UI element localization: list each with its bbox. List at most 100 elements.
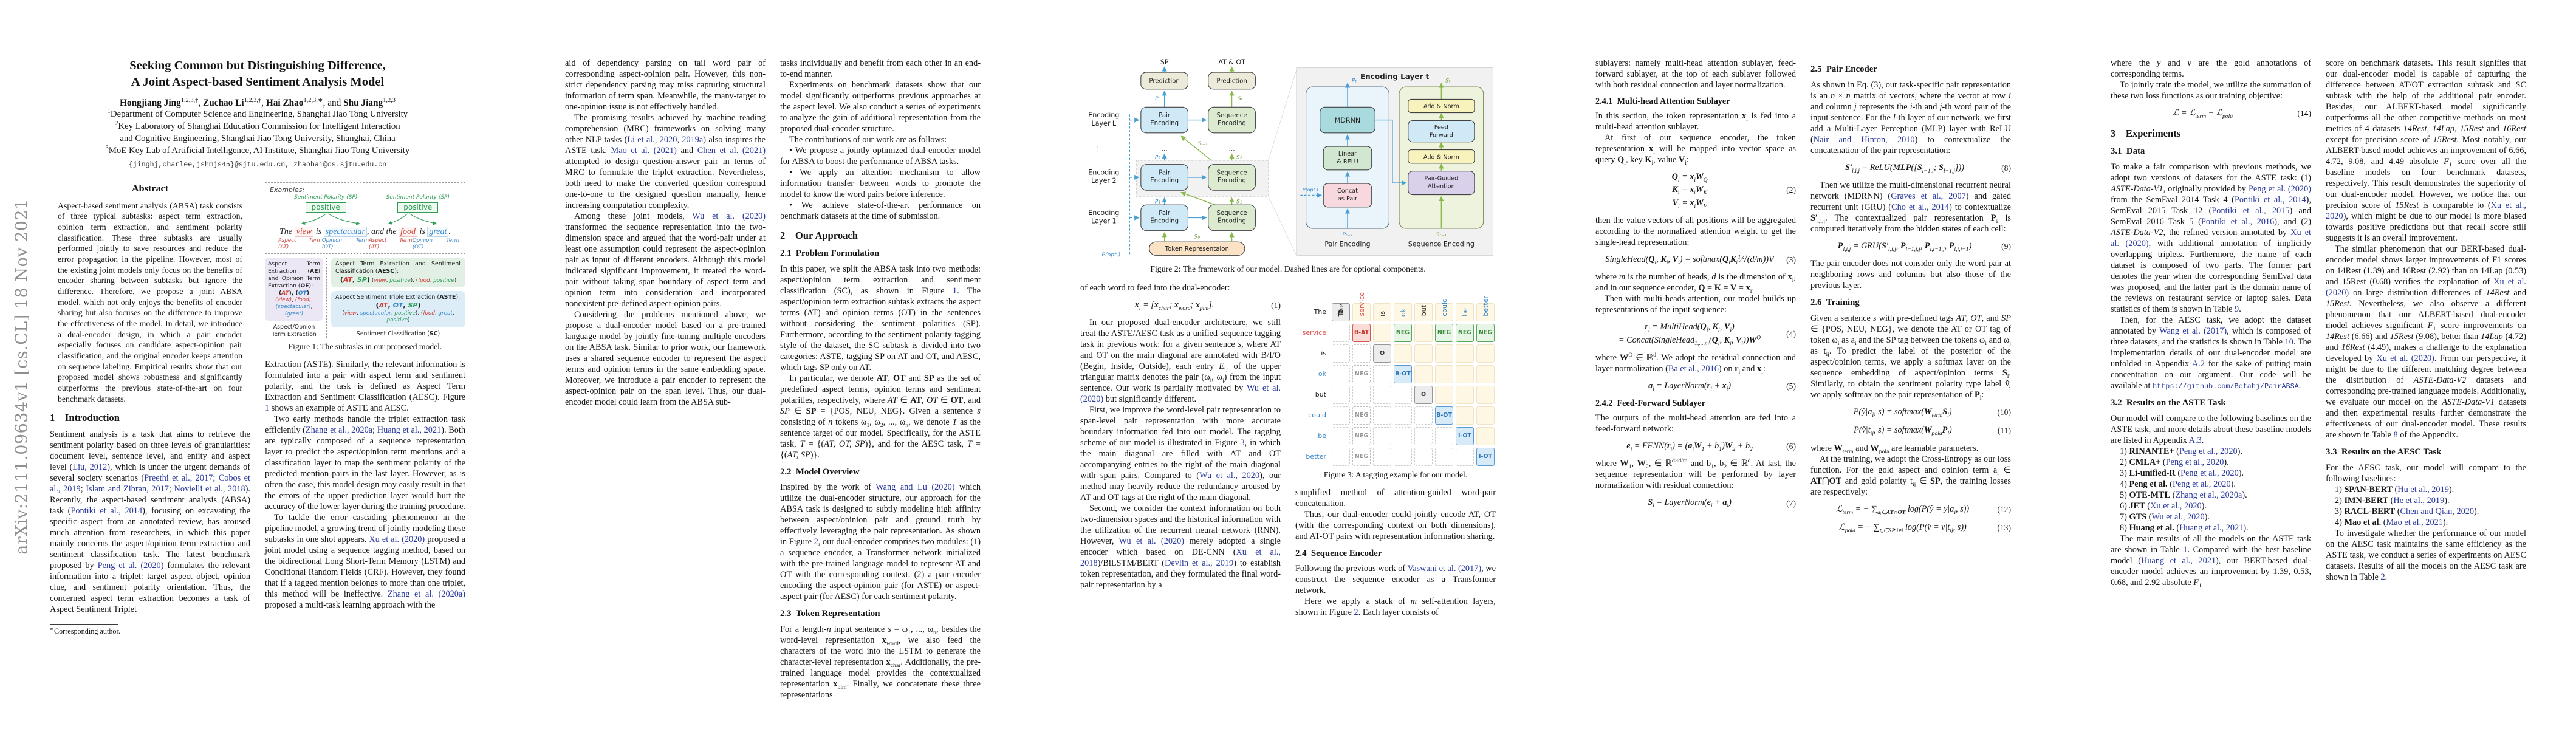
prediction-box: Prediction (1216, 78, 1247, 85)
citation-link[interactable]: 8 (2393, 430, 2398, 440)
citation-link[interactable]: Zhang et al., 2020a (2175, 490, 2242, 500)
subsection-heading: 3.2 Results on the ASTE Task (2111, 397, 2226, 408)
citation-link[interactable]: 3 (1240, 438, 1245, 448)
citation-link[interactable]: Cho et al., 2014 (1891, 202, 1950, 213)
matrix-cell (1435, 426, 1453, 445)
citation-link[interactable]: Wang and Lu (2020) (875, 482, 955, 493)
styled-text: food (418, 277, 430, 284)
citation-link[interactable]: Pontiki et al., 2015 (2211, 205, 2290, 216)
subsection-heading: 2.3 Token Representation (780, 609, 880, 619)
aesc-box: Aspect Term Extraction and Sentiment Cla… (331, 257, 465, 288)
citation-link[interactable]: 2019a (682, 135, 704, 145)
citation-link[interactable]: Wu et al. (2020) (692, 211, 766, 221)
citation-link[interactable]: A.3 (2188, 435, 2202, 445)
matrix-cell (1394, 385, 1412, 404)
paragraph: Inspired by the work of Wang and Lu (202… (780, 482, 981, 602)
figure-caption: Figure 1: The subtasks in our proposed m… (288, 342, 442, 352)
paragraph: The outputs of the multi-head attention … (1595, 413, 1796, 434)
citation-link[interactable]: Chen et al. (2021) (697, 146, 766, 156)
feed-forward-box: Feed (1434, 124, 1448, 131)
citation-link[interactable]: 1 (952, 286, 957, 296)
citation-link[interactable]: Cobos et al., 2019 (50, 473, 250, 495)
citation-link[interactable]: 2 (1354, 608, 1358, 618)
citation-link[interactable]: Devlin et al., 2019 (1165, 558, 1234, 569)
citation-link[interactable]: Graves et al., 2007 (1891, 191, 1966, 202)
citation-link[interactable]: He et al., 2019 (2393, 495, 2445, 505)
citation-link[interactable]: Wu et al. (2020) (1080, 383, 1281, 405)
paragraph: At first of our sequence encoder, the to… (1595, 133, 1796, 166)
add-norm-box: Add & Norm (1423, 103, 1459, 110)
matrix-cell (1414, 303, 1433, 321)
citation-link[interactable]: Xu et al. (2020) (2376, 354, 2434, 363)
citation-link[interactable]: Wu et al., 2020 (2151, 512, 2205, 522)
citation-link[interactable]: 10 (2284, 337, 2293, 347)
citation-link[interactable]: Xu et al., 2018 (1080, 547, 1281, 569)
citation-link[interactable]: Li et al., 2020 (627, 135, 677, 145)
citation-link[interactable]: Peng et al. (2020) (2248, 183, 2311, 194)
citation-link[interactable]: Xu et al., 2020 (2326, 200, 2527, 221)
citation-link[interactable]: Huang et al., 2021 (377, 425, 442, 436)
svg-text:Pₗ: Pₗ (1155, 95, 1160, 102)
citation-link[interactable]: Xu et al., 2020 (2150, 501, 2202, 511)
citation-link[interactable]: 2 (814, 537, 818, 547)
figure2-caption: Figure 2: The framework of our model. Da… (1150, 264, 1426, 273)
citation-link[interactable]: Mao et al., 2021 (2386, 517, 2443, 527)
citation-link[interactable]: Pontiki et al., 2014 (2234, 194, 2306, 205)
figure2: SP AT & OT Prediction Prediction Pₗ Sₗ P… (1080, 58, 1496, 274)
citation-link[interactable]: Hu et al., 2019 (2397, 484, 2449, 495)
citation-link[interactable]: Xu et al. (2020) (369, 535, 425, 545)
page2-column2: tasks individually and benefit from each… (780, 58, 981, 700)
citation-link[interactable]: Xu et al. (2020) (2326, 277, 2526, 298)
baseline-item: 3) RACL-BERT (Chen and Qian, 2020). (2335, 506, 2479, 516)
citation-link[interactable]: Chen and Qian, 2020 (2400, 506, 2475, 516)
citation-link[interactable]: Mao et al. (2021) (611, 146, 677, 156)
matrix-cell (1456, 364, 1474, 383)
row-word-label: better (1306, 452, 1326, 460)
row-word-label: ok (1318, 369, 1326, 378)
citation-link[interactable]: Peng et al., 2020 (2172, 479, 2231, 489)
citation-link[interactable]: Islam and Zibran, 2017 (86, 484, 169, 495)
styled-text: (food) (295, 296, 312, 303)
citation-link[interactable]: Huang et al., 2021 (2179, 522, 2244, 533)
citation-link[interactable]: 1 (2183, 544, 2188, 555)
matrix-cell (1352, 303, 1371, 321)
citation-link[interactable]: Pontiki et al., 2014 (70, 506, 143, 516)
citation-link[interactable]: Zhang et al., 2020a (305, 425, 373, 436)
citation-link[interactable]: Zhang et al. (2020a) (387, 589, 465, 600)
citation-link[interactable]: Wu et al. (2020) (1118, 536, 1185, 547)
citation-link[interactable]: Wu et al., 2020 (1199, 471, 1260, 481)
author-emails: {jinghj,charlee,jshmjs45}@sjtu.edu.cn, z… (128, 161, 387, 169)
baseline-item: 8) Huang et al. (Huang et al., 2021). (2120, 522, 2249, 533)
citation-link[interactable]: Peng et al., 2020 (2179, 446, 2238, 456)
subsection-heading: 3.3 Results on the AESC Task (2326, 447, 2442, 457)
svg-text:Pₜ₋₁: Pₜ₋₁ (1343, 231, 1353, 238)
citation-link[interactable]: Wang et al. (2017) (2159, 326, 2227, 336)
matrix-cell: NEG (1476, 323, 1495, 342)
citation-link[interactable]: Peng et al. (2020) (97, 561, 164, 571)
citation-link[interactable]: Xu et al. (2020) (2111, 227, 2311, 248)
citation-link[interactable]: Peng et al., 2020 (2165, 457, 2224, 467)
subsection-heading: 2.1 Problem Formulation (780, 248, 880, 258)
citation-link[interactable]: 2 (2380, 572, 2385, 582)
styled-text: view (294, 226, 314, 237)
citation-link[interactable]: Peng et al., 2020 (2180, 468, 2239, 478)
citation-link[interactable]: Liu, 2012 (72, 462, 108, 473)
equation(1): xi = [xchar; xword; xplm].(1) (1134, 299, 1281, 312)
at-term-label: Aspect Term (AT) (278, 238, 322, 251)
citation-link[interactable]: 1 (265, 403, 270, 414)
citation-link[interactable]: Pontiki et al., 2016 (2201, 216, 2275, 227)
citation-link[interactable]: 9 (2235, 304, 2239, 314)
citation-link[interactable]: Nair and Hinton, 2010 (1813, 134, 1915, 145)
citation-link[interactable]: A.2 (2191, 358, 2205, 369)
svg-text:Pₜ: Pₜ (1352, 78, 1357, 84)
code-link[interactable]: https://github.com/Betahj/PairABSA (2153, 382, 2299, 391)
citation-link[interactable]: Ba et al., 2016 (1668, 363, 1719, 374)
citation-link[interactable]: Huang et al., 2021 (2141, 555, 2216, 566)
matrix-cell (1394, 426, 1412, 445)
ae-oe-title: Aspect Term Extraction (AE) and Opinion … (268, 260, 320, 289)
citation-link[interactable]: Novielli et al., 2018 (174, 484, 245, 495)
citation-link[interactable]: Preethi et al., 2017 (144, 473, 213, 484)
p-opt-label: P(opt.) (1101, 252, 1120, 258)
matrix-cell (1373, 364, 1391, 383)
citation-link[interactable]: Vaswani et al. (2017) (1407, 564, 1482, 574)
